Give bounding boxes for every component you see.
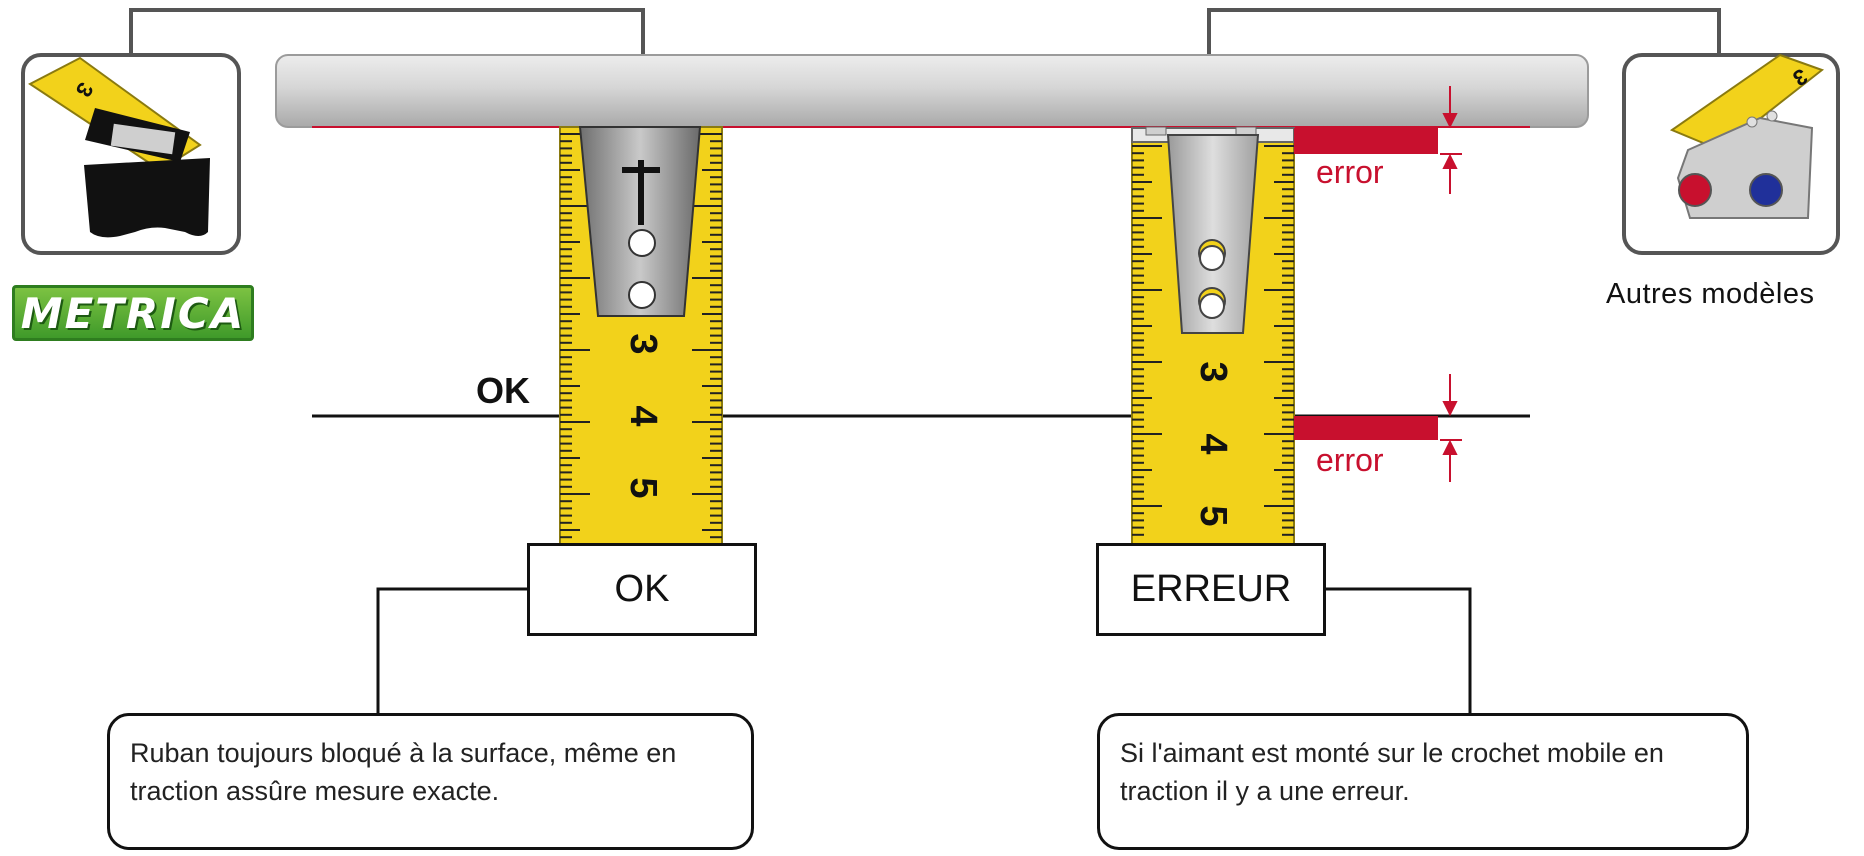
left-tape-number: 5 <box>622 477 664 498</box>
erreur-box: ERREUR <box>1096 543 1326 636</box>
right-tape-ticks <box>1132 145 1294 536</box>
error-dimension-top <box>1440 86 1462 194</box>
error-label-top: error <box>1316 154 1384 190</box>
erreur-description-text: Si l'aimant est monté sur le crochet mob… <box>1120 738 1664 806</box>
erreur-box-label: ERREUR <box>1130 568 1292 610</box>
right-tape: 3 4 5 <box>1131 126 1295 545</box>
right-hook-hole <box>1199 245 1225 271</box>
error-bar-top <box>1294 128 1438 154</box>
right-inset: 3 <box>1622 53 1840 255</box>
right-hook <box>1166 134 1260 334</box>
left-tape-ticks <box>560 133 722 539</box>
metrica-logo: METRICA <box>12 285 254 341</box>
left-tape-number: 4 <box>622 405 664 426</box>
right-tape-number: 3 <box>1192 361 1234 382</box>
error-bar-bottom <box>1294 416 1438 440</box>
right-callout-line <box>1326 587 1472 713</box>
ok-description-text: Ruban toujours bloqué à la surface, même… <box>130 738 677 806</box>
right-tape-number: 4 <box>1192 433 1234 454</box>
left-callout-line <box>376 587 527 713</box>
surface-bar <box>275 54 1589 128</box>
left-inset: 3 <box>21 53 241 255</box>
ok-side-label: OK <box>476 370 530 411</box>
other-models-label: Autres modèles <box>1606 278 1815 310</box>
right-tape-number: 5 <box>1192 505 1234 526</box>
erreur-description-box: Si l'aimant est monté sur le crochet mob… <box>1097 713 1749 850</box>
right-hook-hole <box>1199 293 1225 319</box>
error-dimension-bottom <box>1440 374 1462 482</box>
ok-description-box: Ruban toujours bloqué à la surface, même… <box>107 713 754 850</box>
left-hook-hole <box>628 229 656 257</box>
left-tape-number: 3 <box>622 333 664 354</box>
left-tape: 3 4 5 <box>559 126 723 545</box>
error-label-bottom: error <box>1316 442 1384 478</box>
ok-box-label: OK <box>614 568 670 610</box>
ok-box: OK <box>527 543 757 636</box>
left-hook-hole <box>628 281 656 309</box>
